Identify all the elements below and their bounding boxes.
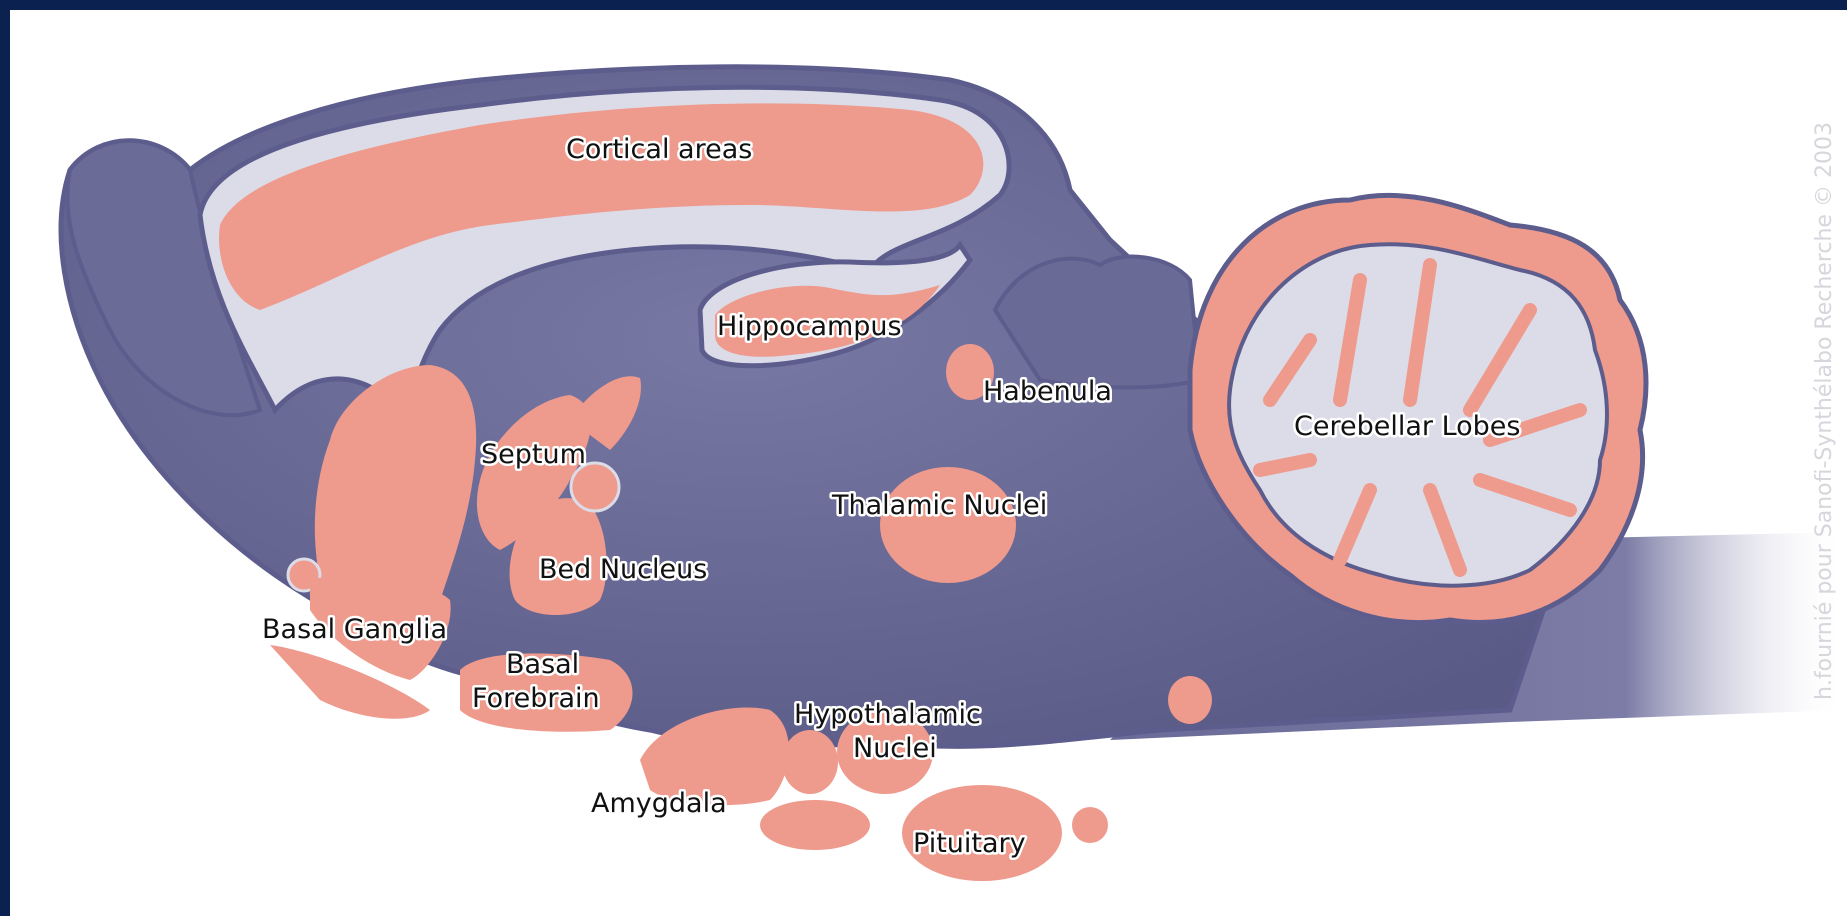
label-cortical-areas: Cortical areas: [566, 134, 752, 165]
label-cerebellar-lobes: Cerebellar Lobes: [1294, 411, 1520, 442]
label-hippocampus: Hippocampus: [717, 311, 902, 342]
label-habenula: Habenula: [983, 376, 1112, 407]
label-amygdala: Amygdala: [591, 788, 727, 819]
label-basal-forebrain-1: Basal: [506, 649, 579, 680]
label-bed-nucleus: Bed Nucleus: [539, 554, 707, 585]
bed-nucleus-small: [571, 463, 619, 511]
credit-text: h.fournié pour Sanofi-Synthélabo Recherc…: [1812, 122, 1837, 700]
thalamic-nuclei-region: [880, 467, 1016, 583]
label-basal-ganglia: Basal Ganglia: [262, 614, 447, 645]
brainstem-nucleus: [1168, 676, 1212, 724]
label-thalamic-nuclei: Thalamic Nuclei: [831, 490, 1047, 521]
label-hypothalamic-nuclei-1: Hypothalamic: [794, 699, 981, 730]
hypothalamic-small: [782, 730, 838, 794]
label-pituitary: Pituitary: [913, 828, 1026, 859]
pituitary-small: [1072, 807, 1108, 843]
label-hypothalamic-nuclei-2: Nuclei: [853, 733, 937, 764]
brain-diagram: Cortical areas Hippocampus Habenula Cere…: [10, 10, 1847, 916]
label-septum: Septum: [481, 439, 586, 470]
mammillary-region: [760, 800, 870, 850]
brain-sagittal-illustration: Cortical areas Hippocampus Habenula Cere…: [10, 10, 1847, 916]
label-basal-forebrain-2: Forebrain: [472, 683, 600, 714]
